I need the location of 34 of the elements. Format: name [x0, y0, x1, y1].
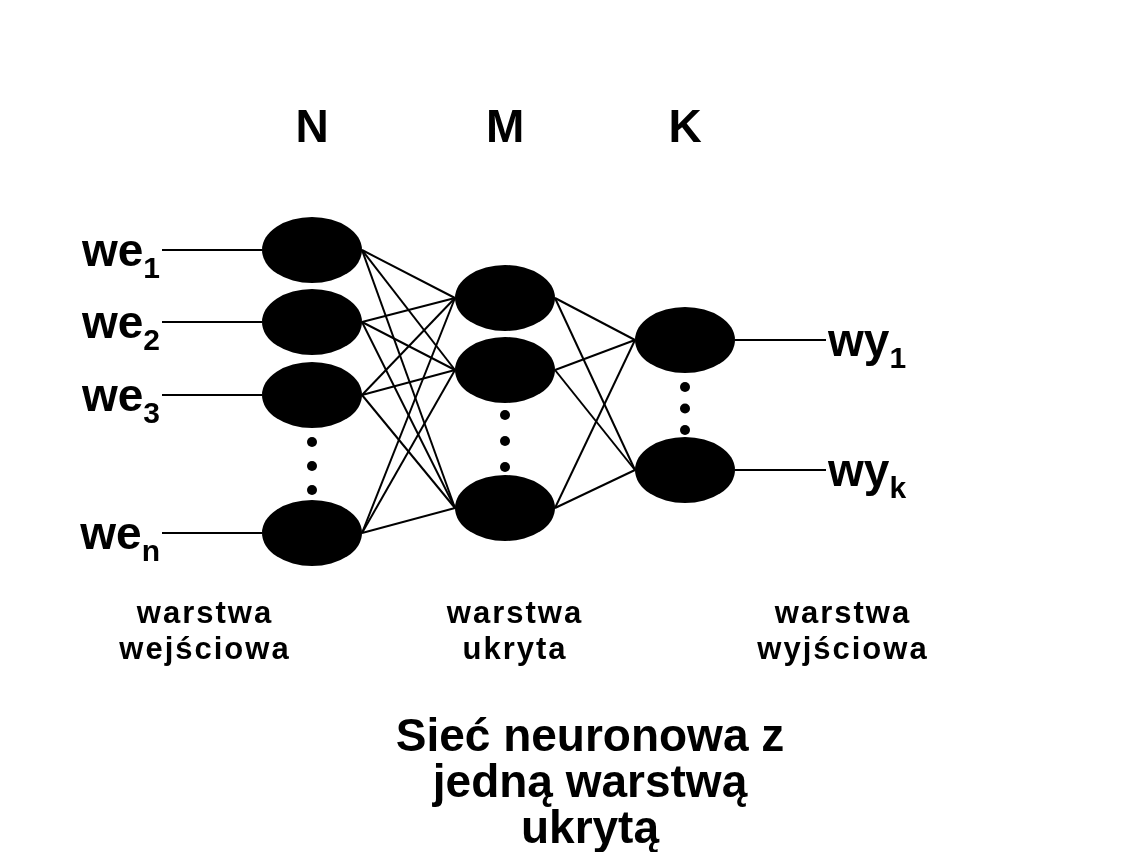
input-label: we$_{3}$ [8, 367, 160, 423]
connection-line [554, 369, 636, 471]
layer-name: warstwa ukryta [445, 595, 585, 667]
connection-line [554, 339, 636, 509]
connection-line [361, 321, 456, 509]
connection-line [361, 249, 456, 299]
connection-line [554, 339, 636, 371]
input-label: we$_{1}$ [8, 222, 160, 278]
connection-line [554, 297, 636, 471]
connection-line [361, 297, 456, 396]
output-label: wy$_{k}$ [828, 442, 980, 498]
layer-letter: N [295, 100, 329, 153]
connection-line [734, 469, 827, 471]
connection-line [554, 469, 636, 509]
connection-line [161, 532, 263, 534]
connection-line [361, 369, 456, 534]
connection-line [361, 297, 456, 323]
input-label: we$_{2}$ [8, 294, 160, 350]
connection-line [734, 339, 827, 341]
connection-line [361, 249, 456, 371]
connection-line [361, 394, 456, 509]
layer-letter: K [668, 100, 702, 153]
output-label: wy$_{1}$ [828, 312, 980, 368]
connection-line [554, 297, 636, 341]
layer-name: warstwa wejściowa [118, 595, 292, 667]
connection-line [361, 507, 456, 534]
input-label: we$_{n}$ [8, 505, 160, 561]
connection-line [161, 321, 263, 323]
connection-line [361, 369, 456, 396]
connection-line [361, 321, 456, 371]
connection-line [161, 394, 263, 396]
layer-name: warstwa wyjściowa [756, 595, 930, 667]
layer-letter: M [486, 100, 525, 153]
connection-line [161, 249, 263, 251]
